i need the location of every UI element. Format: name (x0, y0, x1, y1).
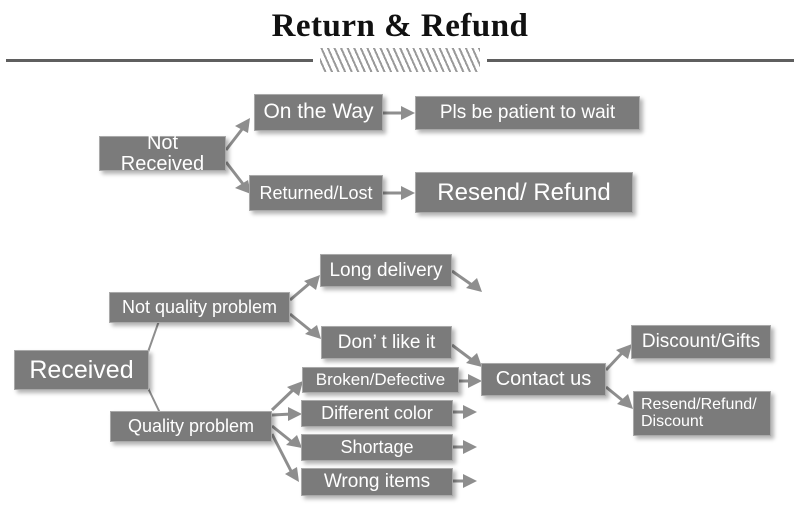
node-resend-refund[interactable]: Resend/ Refund (415, 172, 633, 213)
arrow-not-quality-to-dont-like-it (289, 312, 321, 339)
arrow-received-to-quality-problem (147, 387, 161, 414)
arrow-contact-us-to-resend-refund-discount (605, 385, 633, 409)
node-broken-defective[interactable]: Broken/Defective (302, 367, 459, 393)
node-quality-problem[interactable]: Quality problem (110, 411, 272, 442)
node-different-color[interactable]: Different color (301, 400, 453, 427)
arrow-quality-to-wrong-items (270, 433, 299, 482)
arrow-quality-to-broken-defective (270, 381, 303, 412)
node-contact-us[interactable]: Contact us (481, 363, 606, 396)
node-shortage[interactable]: Shortage (301, 434, 453, 461)
arrow-quality-to-different-color (271, 407, 302, 421)
node-not-quality-problem[interactable]: Not quality problem (109, 292, 290, 323)
arrow-received-to-not-quality-problem (147, 317, 161, 353)
arrow-wrong-items-to-contact-us (453, 474, 477, 488)
node-long-delivery[interactable]: Long delivery (320, 254, 452, 287)
header-rule-right (487, 59, 794, 62)
page-title: Return & Refund (271, 8, 529, 44)
header-hatch-ornament (320, 48, 480, 72)
arrow-shortage-to-contact-us (453, 440, 477, 454)
header-rule-left (6, 59, 313, 62)
arrow-dont-like-it-to-contact-us (451, 343, 482, 367)
node-received[interactable]: Received (14, 350, 149, 390)
arrow-not-quality-to-long-delivery (289, 275, 320, 302)
arrow-quality-to-shortage (271, 424, 302, 448)
arrow-returned-lost-to-resend-refund (383, 186, 415, 200)
node-not-received[interactable]: Not Received (99, 132, 226, 174)
node-dont-like-it[interactable]: Don’ t like it (321, 326, 452, 359)
node-discount-gifts[interactable]: Discount/Gifts (631, 325, 771, 359)
arrow-not-received-to-on-the-way (224, 118, 250, 151)
node-pls-be-patient-to-wait[interactable]: Pls be patient to wait (415, 96, 640, 130)
arrow-not-received-to-returned-lost (224, 161, 251, 194)
node-on-the-way[interactable]: On the Way (254, 94, 383, 131)
arrow-on-the-way-to-pls-be-patient (383, 106, 415, 120)
node-wrong-items[interactable]: Wrong items (301, 468, 453, 496)
node-resend-refund-discount[interactable]: Resend/Refund/ Discount (633, 391, 771, 436)
arrow-contact-us-to-discount-gifts (604, 344, 632, 372)
arrow-broken-defective-to-contact-us (459, 374, 482, 388)
arrow-long-delivery-to-contact-us (451, 269, 482, 292)
arrow-different-color-to-contact-us (453, 405, 477, 419)
node-returned-lost[interactable]: Returned/Lost (249, 175, 383, 211)
